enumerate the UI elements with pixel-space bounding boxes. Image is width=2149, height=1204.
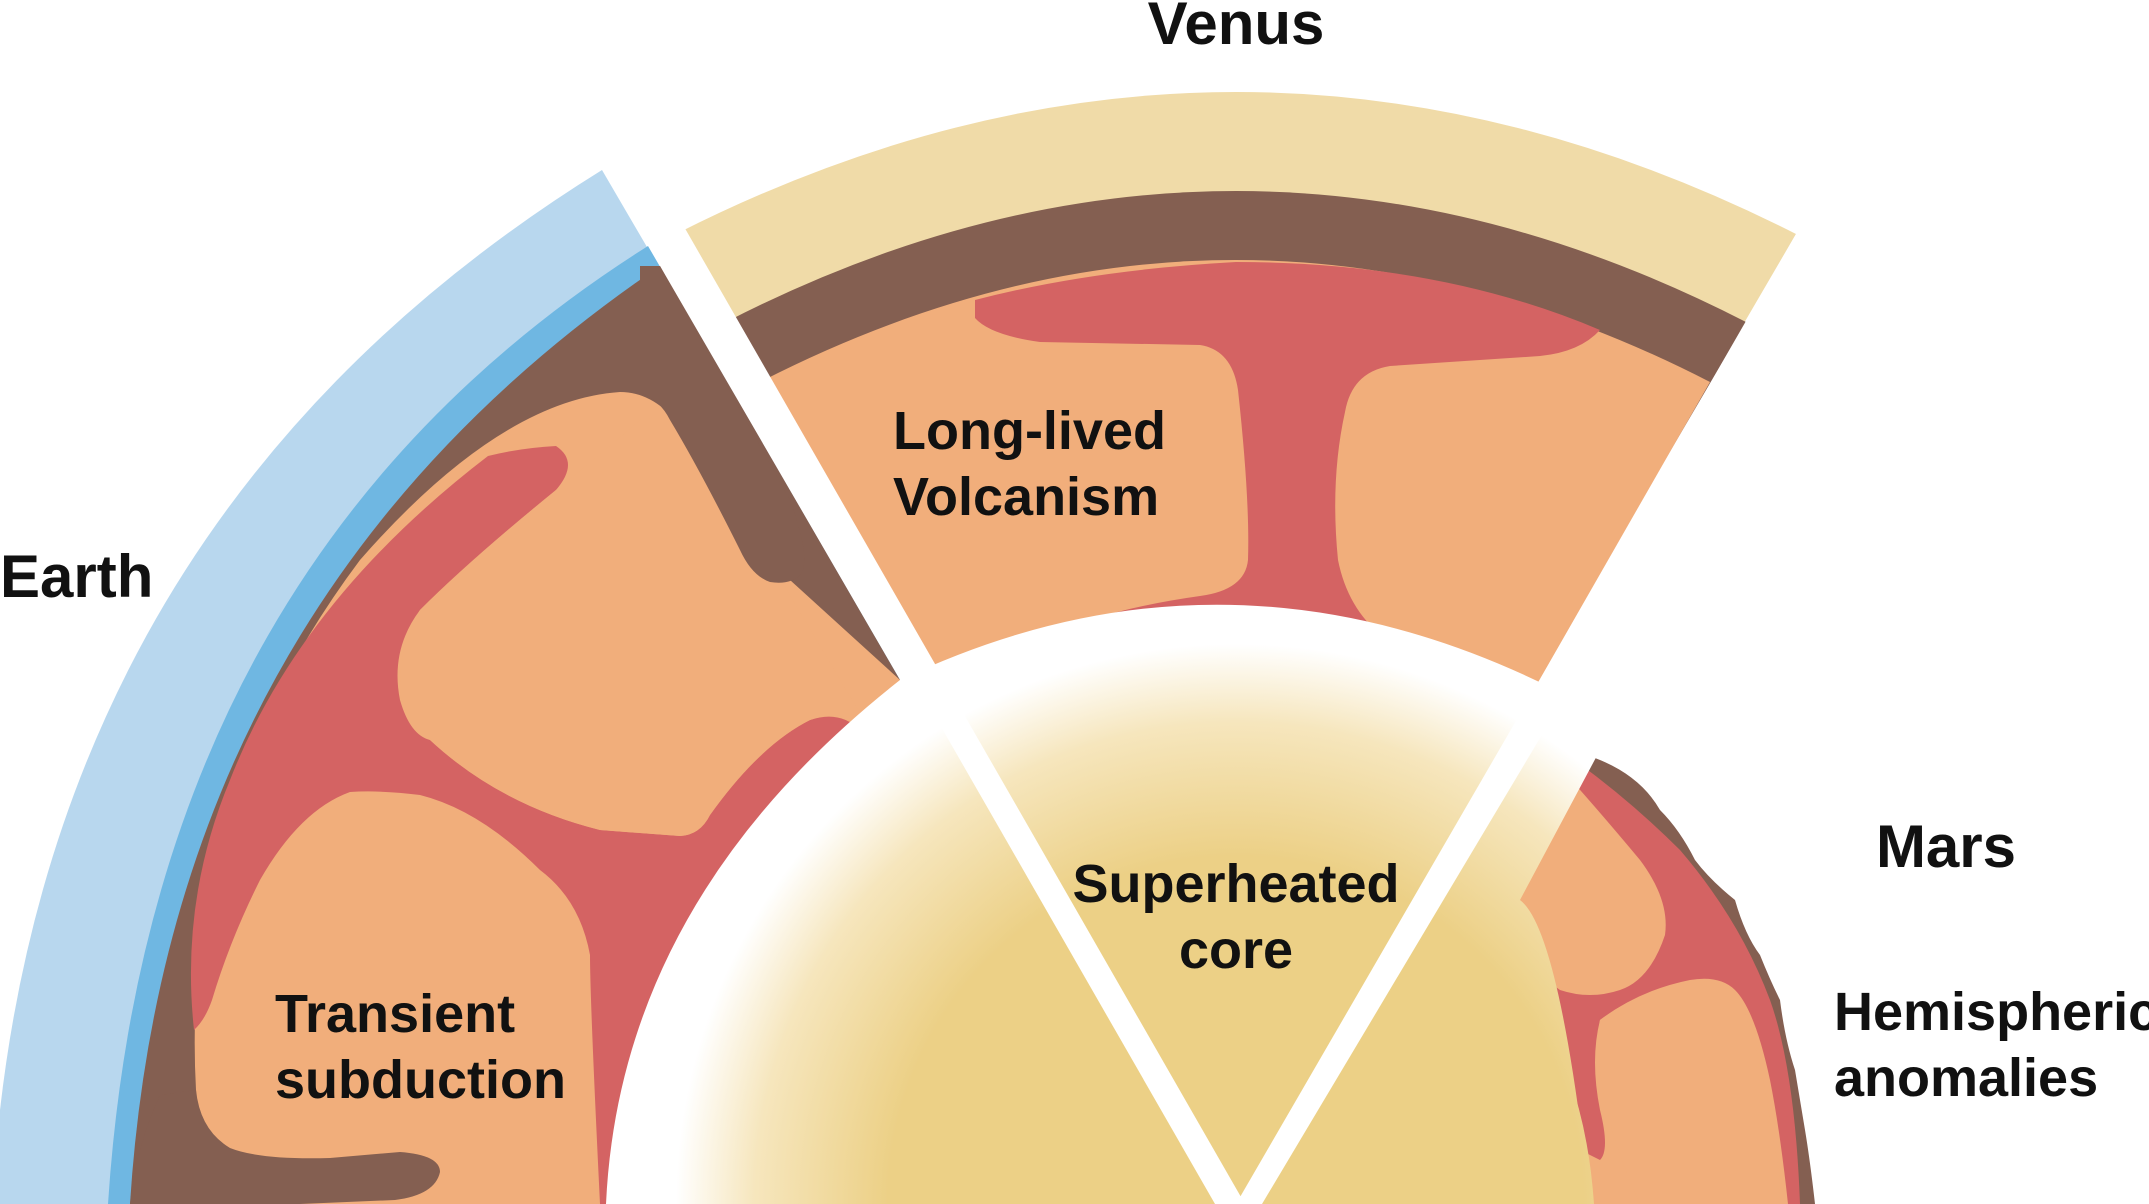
label-core-line2: core [1179,920,1293,980]
core-mars-sector [1270,920,1594,1204]
earth-subducting-slab-upper [640,266,805,583]
label-venus: Venus [1148,0,1325,57]
venus-mantle-plume [950,262,1600,714]
separator-top-right [1520,234,1830,728]
label-venus-feature-line2: Volcanism [893,467,1159,527]
superheated-core [606,604,1600,1204]
label-core-line1: Superheated [1072,854,1399,914]
label-venus-feature-line1: Long-lived [893,401,1166,461]
earth-subducting-slab-lower [130,1090,440,1204]
earth-mantle-cell [400,417,870,836]
label-mars-feature-line1: Hemispheric [1834,982,2149,1042]
label-earth: Earth [0,543,153,610]
separator-venus-mars [1236,714,1546,1204]
separator-earth-venus [610,150,1245,1204]
label-mars: Mars [1876,813,2016,880]
label-mars-feature-line2: anomalies [1834,1048,2098,1108]
venus-mantle [760,260,1710,714]
label-earth-feature-line2: subduction [275,1050,566,1110]
label-earth-feature-line1: Transient [275,984,515,1044]
mars-mantle-cell [1598,981,1785,1204]
venus-wedge [676,92,1796,714]
